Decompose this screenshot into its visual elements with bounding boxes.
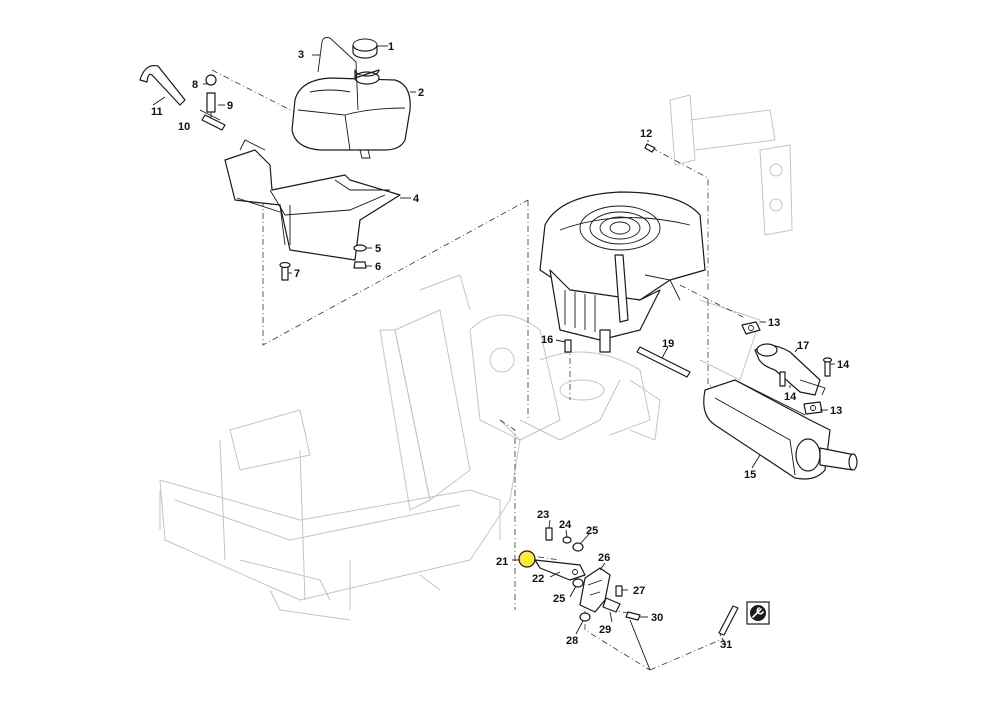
callout-2: 2 — [418, 87, 424, 99]
fuel-tank[interactable] — [291, 69, 411, 159]
callout-29: 29 — [599, 624, 611, 636]
callout-25-bottom: 25 — [553, 593, 565, 605]
callout-leaders — [152, 45, 835, 646]
callout-6: 6 — [375, 261, 381, 273]
nut-25-bottom[interactable] — [572, 578, 584, 588]
chassis-ghost — [159, 94, 793, 621]
callout-22: 22 — [532, 573, 544, 585]
callout-21: 21 — [496, 556, 508, 568]
callout-14-right: 14 — [837, 359, 850, 371]
bolt-14-left[interactable] — [779, 371, 786, 387]
callout-28: 28 — [566, 635, 578, 647]
fuel-cap[interactable] — [352, 38, 378, 59]
callout-26: 26 — [598, 552, 610, 564]
callout-25-top: 25 — [586, 525, 598, 537]
callout-13-bottom: 13 — [830, 405, 842, 417]
muffler[interactable] — [703, 379, 858, 480]
callout-11: 11 — [151, 106, 163, 118]
nut-6[interactable] — [353, 261, 367, 269]
callout-24: 24 — [559, 519, 572, 531]
callout-30: 30 — [651, 612, 663, 624]
bolt-12[interactable] — [644, 143, 656, 153]
assembly-guide-lines — [211, 69, 746, 671]
callout-4: 4 — [413, 193, 420, 205]
cable-31[interactable] — [629, 605, 739, 671]
gasket-13-bottom[interactable] — [803, 401, 823, 415]
screw-27[interactable] — [615, 585, 623, 597]
callout-8: 8 — [192, 79, 198, 91]
callout-31: 31 — [720, 639, 732, 651]
engine[interactable] — [539, 191, 706, 353]
washer-5[interactable] — [353, 244, 367, 252]
nut-28[interactable] — [579, 612, 591, 622]
callout-23: 23 — [537, 509, 549, 521]
callout-16: 16 — [541, 334, 553, 346]
washer-24[interactable] — [562, 536, 572, 544]
gasket-13-top[interactable] — [741, 321, 761, 335]
callout-19: 19 — [662, 338, 674, 350]
callout-13-top: 13 — [768, 317, 780, 329]
throttle-lever-22[interactable] — [534, 559, 586, 581]
callout-7: 7 — [294, 268, 300, 280]
callout-1: 1 — [388, 41, 394, 53]
bolt-14-right[interactable] — [822, 357, 833, 377]
screw-30[interactable] — [625, 611, 641, 621]
tank-strap[interactable] — [317, 37, 359, 111]
clip-29[interactable] — [602, 597, 621, 613]
pin-19[interactable] — [636, 346, 691, 378]
bolt-16[interactable] — [564, 339, 572, 353]
exhaust-pipe[interactable] — [754, 343, 826, 396]
callout-3: 3 — [298, 49, 304, 61]
callout-27: 27 — [633, 585, 645, 597]
tank-bracket[interactable] — [224, 139, 401, 261]
callout-17: 17 — [797, 340, 809, 352]
fuel-filter[interactable] — [199, 74, 226, 131]
callout-15: 15 — [744, 469, 756, 481]
callout-5: 5 — [375, 243, 381, 255]
bolt-7[interactable] — [279, 261, 291, 281]
callout-10: 10 — [178, 121, 190, 133]
tool-badge — [746, 601, 770, 625]
fuel-hose[interactable] — [139, 64, 186, 106]
bolt-23[interactable] — [545, 527, 553, 541]
knob-21[interactable] — [518, 550, 536, 568]
callout-12: 12 — [640, 128, 652, 140]
callout-labels: 1 2 3 4 5 6 7 8 9 10 11 12 13 13 14 14 1… — [151, 41, 850, 651]
callout-14-left: 14 — [784, 391, 797, 403]
nut-25-top[interactable] — [572, 542, 584, 552]
callout-9: 9 — [227, 100, 233, 112]
